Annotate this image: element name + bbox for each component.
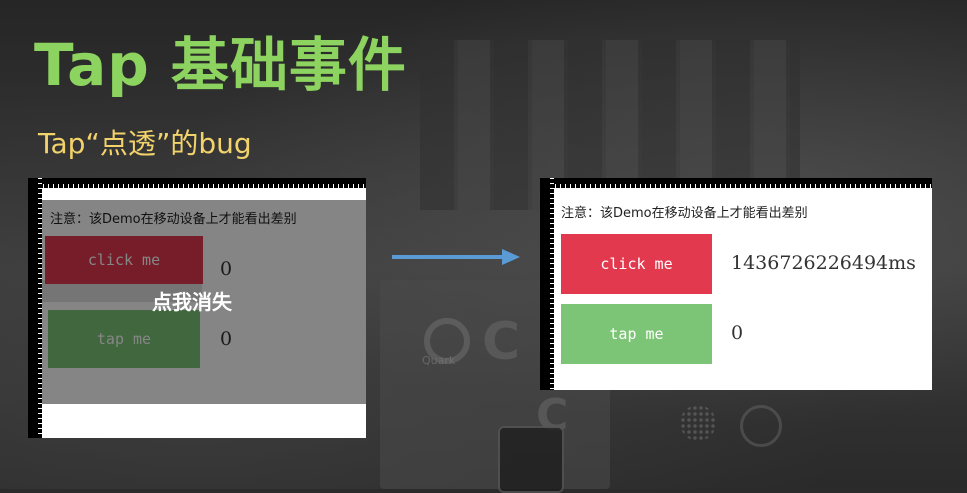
- c-logo-icon: C: [482, 312, 521, 372]
- phone-image: [498, 426, 564, 493]
- slide-title: Tap 基础事件: [34, 31, 407, 99]
- slide-subtitle: Tap“点透”的bug: [38, 127, 252, 160]
- ruler-top: [540, 178, 932, 188]
- click-me-button[interactable]: click me: [45, 236, 203, 284]
- ruler-left: [540, 178, 554, 390]
- ruler-top: [28, 178, 366, 188]
- arrow-right-icon: [392, 249, 520, 265]
- tap-me-button[interactable]: tap me: [561, 304, 712, 364]
- ghost-strip: [42, 280, 202, 302]
- quark-logo-label: Quark: [422, 354, 456, 367]
- demo-screenshot-after: 注意：该Demo在移动设备上才能看出差别 click me 1436726226…: [540, 178, 932, 390]
- demo-notice: 注意：该Demo在移动设备上才能看出差别: [561, 206, 808, 221]
- demo-notice: 注意：该Demo在移动设备上才能看出差别: [50, 212, 297, 227]
- ring-circle-icon: [740, 405, 782, 447]
- overlay-dismiss-label[interactable]: 点我消失: [152, 290, 232, 314]
- ruler-left: [28, 178, 42, 438]
- dotted-circle-icon: [680, 405, 716, 441]
- demo-screenshot-before: 注意：该Demo在移动设备上才能看出差别 click me 0 tap me 0…: [28, 178, 366, 438]
- tap-count-value: 0: [731, 322, 744, 344]
- click-count-value: 0: [220, 258, 233, 280]
- mask-overlay[interactable]: [42, 200, 366, 404]
- tap-me-button[interactable]: tap me: [48, 310, 200, 368]
- tap-count-value: 0: [220, 328, 233, 350]
- click-me-button[interactable]: click me: [561, 234, 712, 294]
- click-time-value: 1436726226494ms: [731, 252, 916, 274]
- quark-logo-icon: [424, 318, 470, 364]
- page-bottom: [42, 404, 366, 438]
